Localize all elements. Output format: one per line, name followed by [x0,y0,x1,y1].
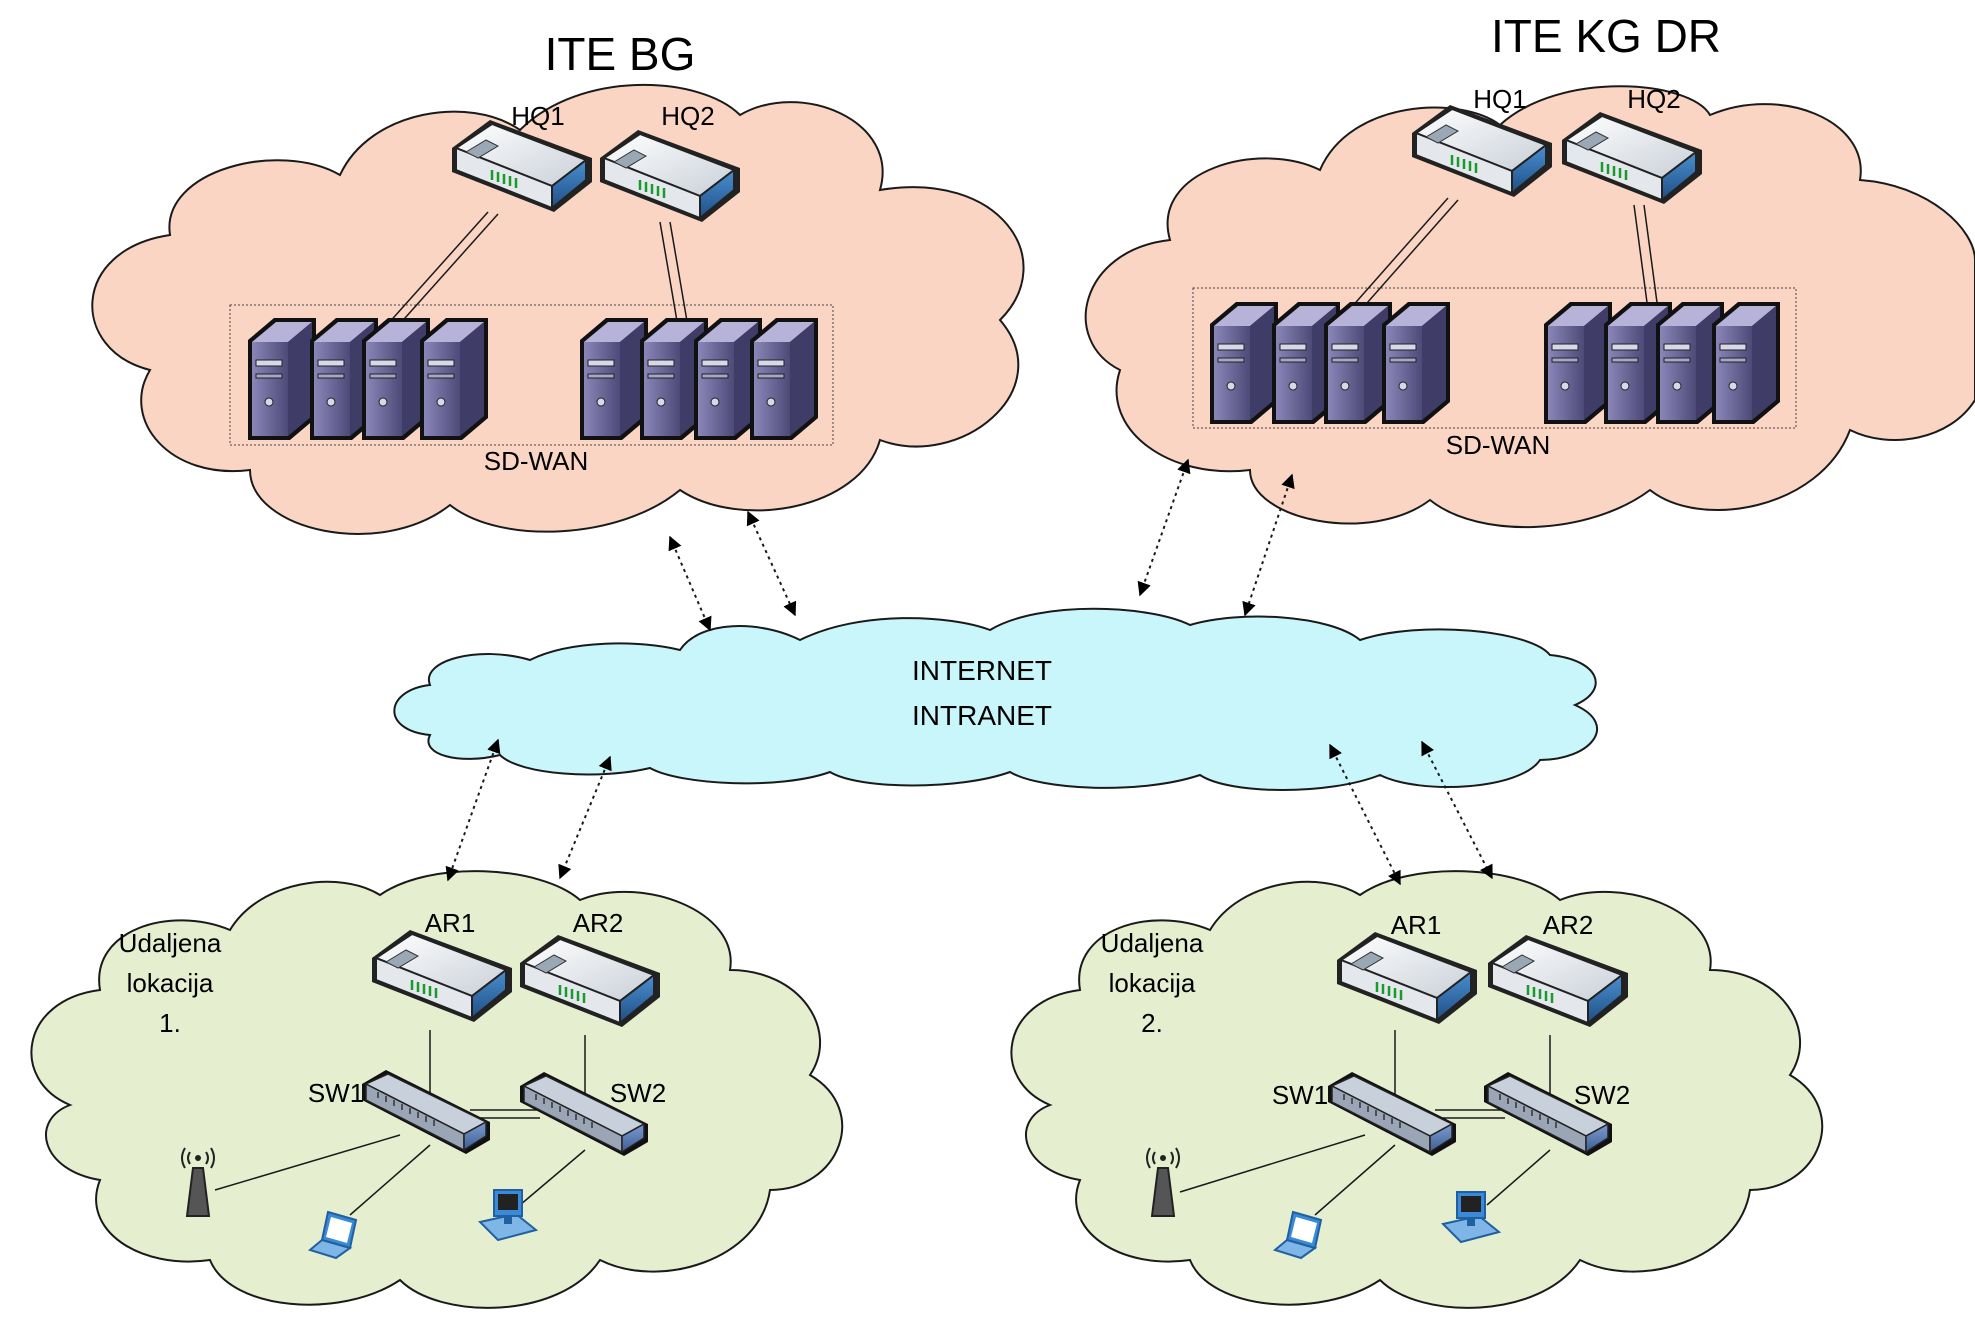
sdwan-box-bg [229,304,834,446]
site-title-kg: ITE KG DR [1491,10,1721,62]
site-title-bg: ITE BG [545,28,696,80]
network-label-1: INTERNET [912,655,1052,686]
server-kg-1 [1209,301,1279,425]
link-net-r1-1 [445,738,501,882]
remote2-label-2: lokacija [1109,968,1196,998]
server-bg-1 [247,317,317,441]
label-kg-sdwan: SD-WAN [1446,430,1550,460]
label-bg-sdwan: SD-WAN [484,446,588,476]
server-bg-3 [361,317,431,441]
internet-cloud [393,607,1598,791]
server-kg-4 [1381,301,1451,425]
remote1-label-1: Udaljena [119,928,222,958]
server-bg-4 [419,317,489,441]
label-r2-sw1: SW1 [1272,1080,1328,1110]
link-kg-net-1 [1137,458,1191,597]
label-r1-sw2: SW2 [610,1078,666,1108]
server-kg-3 [1323,301,1393,425]
label-kg-hq1: HQ1 [1473,84,1526,114]
label-bg-hq1: HQ1 [511,101,564,131]
label-r1-sw1: SW1 [308,1078,364,1108]
link-net-r2-1 [1329,743,1401,886]
label-bg-hq2: HQ2 [661,101,714,131]
label-r1-ar2: AR2 [573,908,624,938]
server-bg-5 [579,317,649,441]
remote2-label-3: 2. [1141,1008,1163,1038]
label-r1-ar1: AR1 [425,908,476,938]
server-kg-5 [1543,301,1613,425]
link-bg-net-2 [746,510,797,617]
server-kg-8 [1711,301,1781,425]
network-label-2: INTRANET [912,700,1052,731]
label-r2-ar1: AR1 [1391,910,1442,940]
link-net-r1-2 [558,755,612,880]
sdwan-box-kg [1192,287,1797,429]
link-bg-net-1 [668,535,712,632]
remote2-label-1: Udaljena [1101,928,1204,958]
remote1-label-3: 1. [159,1008,181,1038]
label-r2-ar2: AR2 [1543,910,1594,940]
label-r2-sw2: SW2 [1574,1080,1630,1110]
remote1-label-2: lokacija [127,968,214,998]
server-bg-8 [749,317,819,441]
link-net-r2-2 [1421,740,1493,880]
label-kg-hq2: HQ2 [1627,84,1680,114]
